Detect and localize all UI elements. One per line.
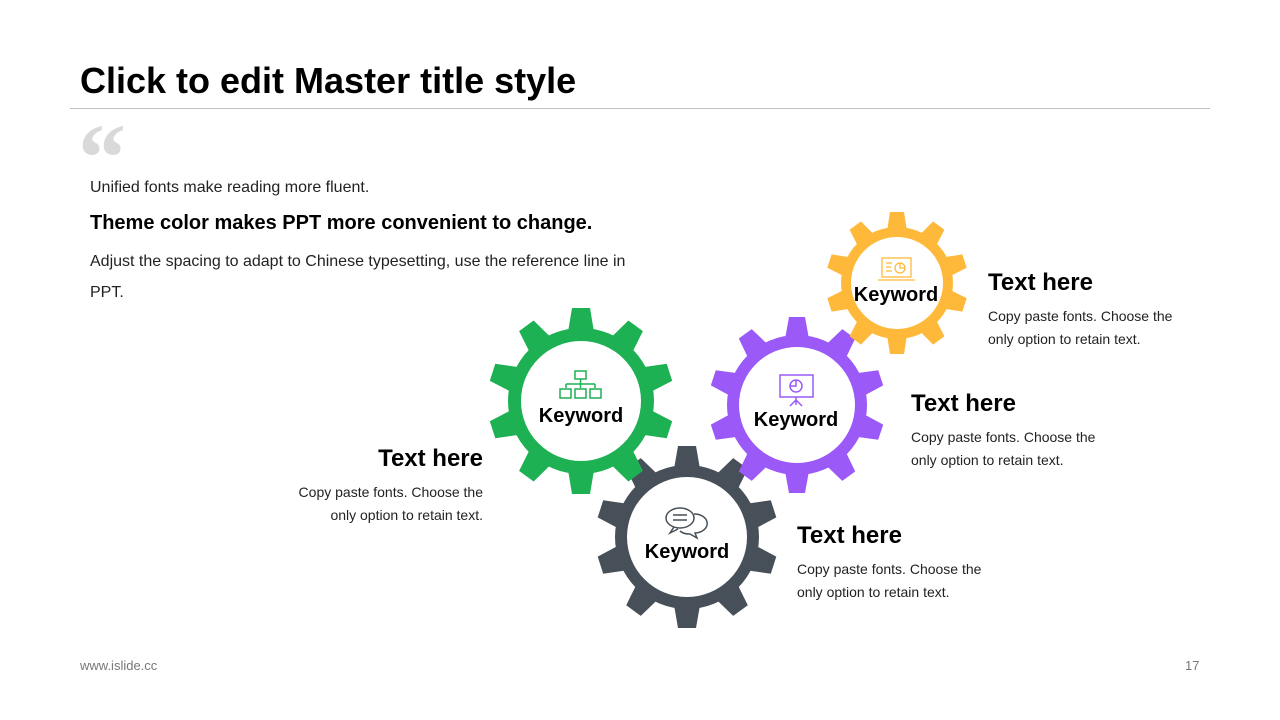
gear-center — [739, 347, 855, 463]
gear-tooth — [626, 584, 658, 616]
gear-keyword-purple: Keyword — [753, 409, 839, 431]
gear-tooth — [849, 319, 875, 345]
text-heading: Text here — [988, 269, 1093, 296]
text-body: Copy paste fonts. Choose the only option… — [797, 561, 982, 600]
text-body: Copy paste fonts. Choose the only option… — [911, 429, 1096, 468]
text-body: Copy paste fonts. Choose the only option… — [988, 308, 1173, 347]
gear-tooth — [887, 335, 907, 354]
gear-tooth — [674, 446, 700, 469]
text-block-yellow: Text here Copy paste fonts. Choose the o… — [988, 269, 1188, 351]
gear-tooth — [568, 470, 594, 494]
gear-tooth — [611, 449, 643, 482]
gear-tooth — [519, 320, 551, 353]
slide-title[interactable]: Click to edit Master title style — [80, 60, 577, 101]
text-block-purple: Text here Copy paste fonts. Choose the o… — [911, 390, 1111, 472]
text-heading: Text here — [378, 445, 483, 472]
page-number: 17 — [1185, 658, 1200, 673]
gear-tooth — [716, 458, 748, 490]
gear-tooth — [738, 329, 768, 359]
text-block-green: Text here Copy paste fonts. Choose the o… — [283, 445, 483, 527]
intro-line-1: Unified fonts make reading more fluent. — [90, 179, 370, 196]
gear-tooth — [849, 221, 875, 247]
gear-tooth — [826, 329, 856, 359]
gear-tooth — [674, 605, 700, 628]
intro-line-3: Adjust the spacing to adapt to Chinese t… — [90, 253, 626, 301]
title-divider — [70, 108, 1210, 109]
gear-tooth — [519, 449, 551, 482]
text-heading: Text here — [911, 390, 1016, 417]
gear-tooth — [785, 471, 809, 493]
gear-green — [489, 308, 673, 494]
gear-tooth — [785, 317, 809, 339]
gear-tooth — [919, 221, 945, 247]
gear-tooth — [568, 308, 594, 332]
gear-tooth — [919, 319, 945, 345]
gear-keyword-green: Keyword — [538, 405, 624, 427]
footer-website: www.islide.cc — [80, 658, 158, 673]
gear-keyword-yellow: Keyword — [853, 284, 939, 306]
gear-center — [851, 237, 943, 329]
gear-tooth — [826, 451, 856, 481]
quote-mark-icon: “ — [78, 104, 126, 211]
gear-tooth — [611, 320, 643, 353]
text-body: Copy paste fonts. Choose the only option… — [298, 484, 483, 523]
intro-line-2: Theme color makes PPT more convenient to… — [90, 212, 593, 234]
gear-tooth — [716, 584, 748, 616]
text-block-gray: Text here Copy paste fonts. Choose the o… — [797, 522, 997, 604]
gear-keyword-gray: Keyword — [644, 541, 730, 563]
text-heading: Text here — [797, 522, 902, 549]
gear-tooth — [887, 212, 907, 231]
gear-tooth — [738, 451, 768, 481]
gear-yellow — [827, 212, 967, 354]
gear-center — [521, 341, 641, 461]
gear-center — [627, 477, 747, 597]
